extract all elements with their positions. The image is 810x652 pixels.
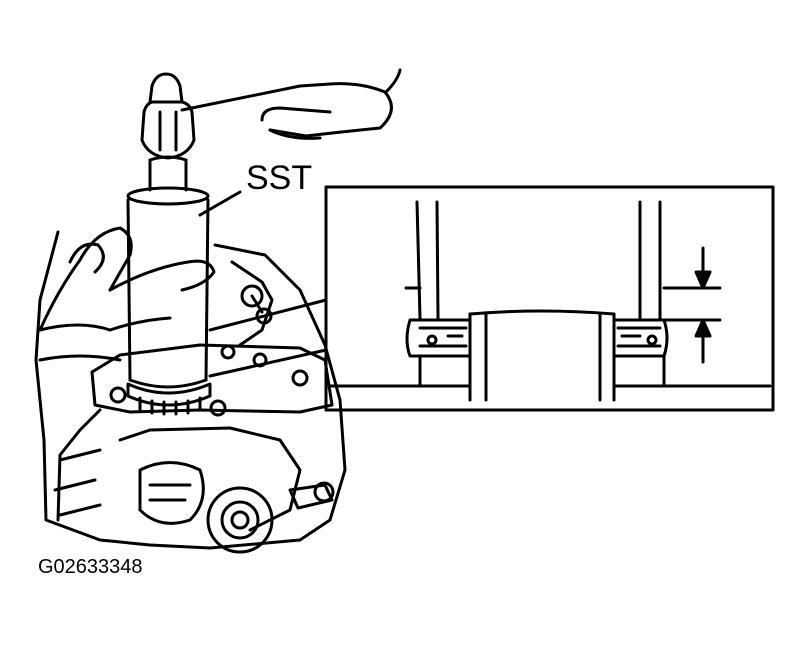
detail-inset [208,185,775,412]
transfer-case-housing [34,230,347,554]
left-hand [38,226,216,362]
hammer-head [140,72,196,160]
sst-drift-tool [126,155,242,416]
figure-id: G02633348 [38,556,143,578]
sst-label: SST [246,159,312,197]
right-hand [180,68,402,140]
